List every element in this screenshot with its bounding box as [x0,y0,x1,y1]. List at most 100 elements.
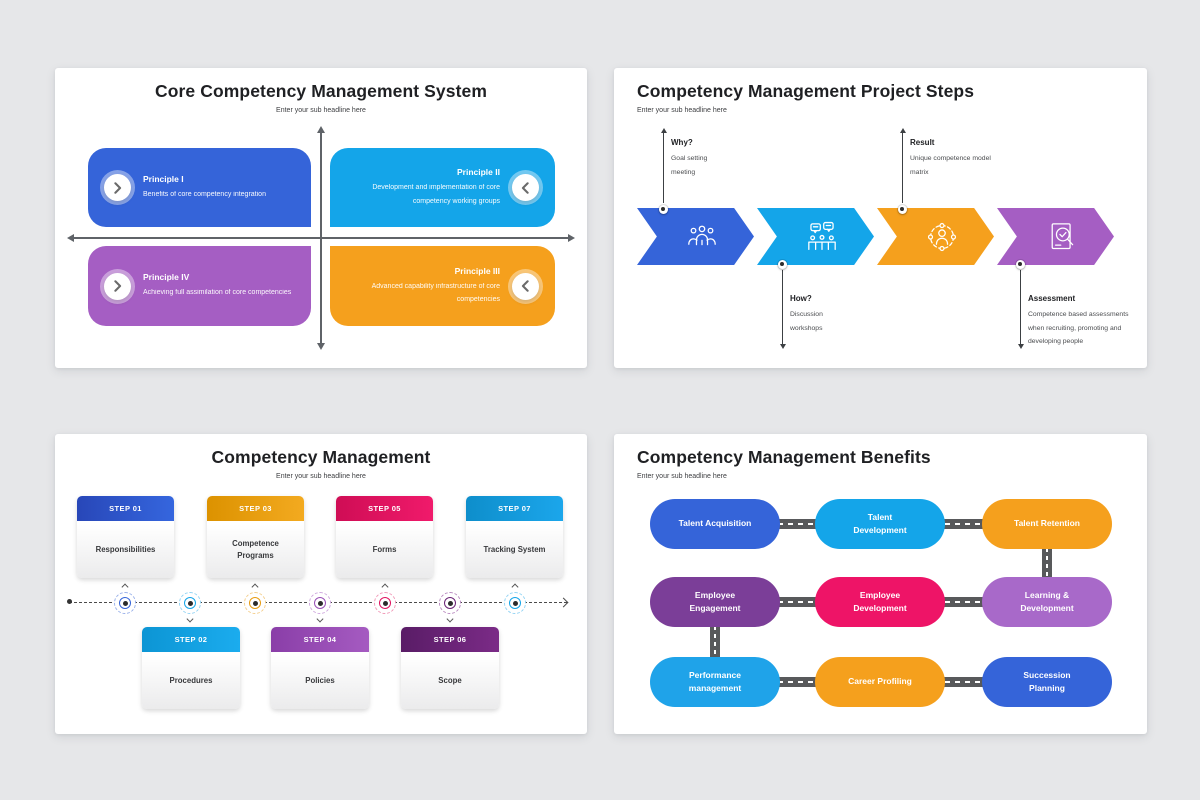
process-chevron-1 [637,208,754,265]
step-card-07: STEP 07 Tracking System [466,496,563,578]
timeline-marker-6 [439,592,461,614]
principle-2-label: Principle II [457,167,500,178]
road-connector-vertical [1042,544,1052,582]
workshop-icon [807,221,836,250]
slide-competency-timeline: Competency Management Enter your sub hea… [55,434,587,734]
road-connector [941,597,986,607]
arrow-up-icon [121,583,129,591]
meeting-icon [687,225,716,245]
step-card-label: Scope [438,675,462,685]
slide-project-steps: Competency Management Project Steps Ente… [614,68,1147,368]
slide-subtitle: Enter your sub headline here [637,107,727,114]
timeline-marker-3 [244,592,266,614]
step-card-label: Policies [305,675,335,685]
arrow-up-icon [251,583,259,591]
chevron-right-icon [114,181,122,194]
slide-subtitle: Enter your sub headline here [637,473,727,480]
step-card-label: Responsibilities [95,544,156,554]
callout-desc: Goal setting meeting [671,155,708,176]
horizontal-axis-arrow [67,234,575,242]
arrow-down-icon [316,615,324,623]
step-card-02: STEP 02 Procedures [142,627,240,709]
arrow-down-icon [446,615,454,623]
step-card-header: STEP 07 [466,496,563,521]
road-connector-vertical [710,622,720,662]
benefit-talent-retention: Talent Retention [982,499,1112,549]
road-connector [941,677,986,687]
process-chevron-4 [997,208,1114,265]
road-connector [774,519,819,529]
benefit-employee-development: Employee Development [815,577,945,627]
callout-desc: Unique competence model matrix [910,155,991,176]
step-card-header: STEP 06 [401,627,499,652]
callout-line-assessment [1017,270,1024,349]
callout-line-how [779,270,786,349]
connector-dot [897,204,907,214]
benefit-talent-acquisition: Talent Acquisition [650,499,780,549]
chevron-left-button[interactable] [512,174,539,201]
callout-how: How? Discussion workshops [790,294,838,335]
benefit-career-profiling: Career Profiling [815,657,945,707]
road-connector [941,519,986,529]
benefit-learning-development: Learning & Development [982,577,1112,627]
callout-result: Result Unique competence model matrix [910,138,992,179]
arrow-up-icon [381,583,389,591]
arrow-down-icon [186,615,194,623]
quadrant-principle-2: Principle II Development and implementat… [330,148,555,227]
step-card-label: Competence Programs [232,538,279,560]
step-card-06: STEP 06 Scope [401,627,499,709]
step-card-05: STEP 05 Forms [336,496,433,578]
quadrant-principle-3: Principle III Advanced capability infras… [330,246,555,326]
callout-label: Why? [671,138,693,147]
connector-dot [777,259,787,269]
step-card-03: STEP 03 Competence Programs [207,496,304,578]
road-connector [774,677,819,687]
principle-3-desc: Advanced capability infrastructure of co… [371,282,500,303]
quadrant-principle-1: Principle I Benefits of core competency … [88,148,311,227]
chevron-left-icon [521,280,529,292]
callout-line-result [899,128,906,203]
timeline-marker-1 [114,592,136,614]
connector-dot [1015,259,1025,269]
principle-2-desc: Development and implementation of core c… [372,184,500,205]
step-card-header: STEP 04 [271,627,369,652]
step-card-header: STEP 05 [336,496,433,521]
chevron-right-button[interactable] [104,272,131,300]
slide-title: Core Competency Management System [154,81,487,101]
step-card-04: STEP 04 Policies [271,627,369,709]
process-chevron-2 [757,208,874,265]
chevron-left-button[interactable] [512,272,539,300]
principle-1-desc: Benefits of core competency integration [143,190,266,198]
slide-title: Competency Management Project Steps [637,81,975,101]
callout-line-why [660,128,667,203]
step-card-header: STEP 02 [142,627,240,652]
callout-label: Result [910,138,935,147]
arrow-up-icon [511,583,519,591]
slide-subtitle: Enter your sub headline here [276,473,366,480]
person-network-icon [927,222,956,251]
principle-4-label: Principle IV [143,272,190,283]
quadrant-principle-4: Principle IV Achieving full assimilation… [88,246,311,326]
step-card-header: STEP 01 [77,496,174,521]
principle-3-label: Principle III [454,265,500,276]
timeline-marker-2 [179,592,201,614]
benefit-performance-management: Performance management [650,657,780,707]
slide-subtitle: Enter your sub headline here [276,107,366,114]
connector-dot [658,204,668,214]
slide-title: Competency Management Benefits [637,447,931,467]
timeline-marker-5 [374,592,396,614]
chevron-right-button[interactable] [104,174,131,201]
process-chevron-3 [877,208,994,265]
timeline-marker-7 [504,592,526,614]
step-card-label: Procedures [169,675,213,685]
chevron-left-icon [521,181,529,194]
slide-benefits: Competency Management Benefits Enter you… [614,434,1147,734]
callout-why: Why? Goal setting meeting [671,138,725,179]
benefit-talent-development: Talent Development [815,499,945,549]
timeline-marker-4 [309,592,331,614]
callout-label: Assessment [1028,294,1076,303]
principle-4-desc: Achieving full assimilation of core comp… [143,289,292,297]
callout-assessment: Assessment Competence based assessments … [1028,294,1142,349]
slide-core-competency-system: Core Competency Management System Enter … [55,68,587,368]
callout-label: How? [790,294,812,303]
